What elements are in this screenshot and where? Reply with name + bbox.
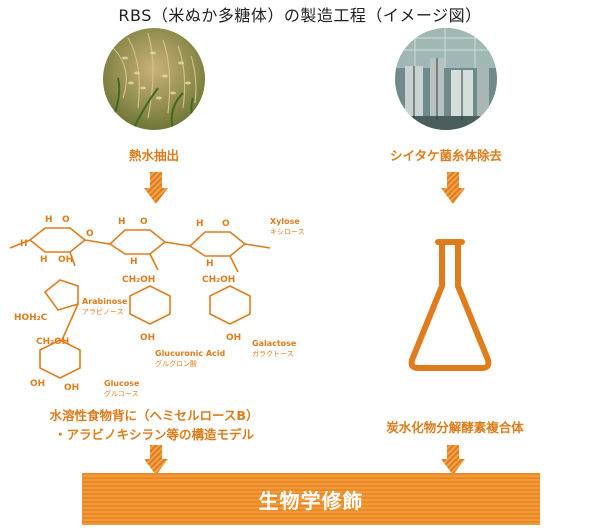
xylose-label: Xylose [270,217,300,226]
rice-plant-photo [103,28,205,130]
glucuronic-label: Glucuronic Acid [155,349,226,358]
glucuronic-ja-label: グルクロン酸 [155,359,197,368]
svg-text:H: H [45,215,53,225]
svg-text:O: O [140,217,148,227]
hoh2c-label: HOH₂C [14,313,48,323]
down-arrow-icon [441,445,465,475]
svg-text:O: O [86,229,94,239]
svg-text:OH: OH [226,333,241,343]
arabinose-ja-label: アラビノース [82,307,124,316]
svg-text:O: O [62,215,70,225]
xylose-ja-label: キシロース [270,228,305,236]
glucose-ja-label: グルコース [104,389,139,398]
page-title: RBS（米ぬか多糖体）の製造工程（イメージ図） [0,2,600,26]
svg-text:OH: OH [30,379,45,389]
flask-icon [406,236,494,372]
glucose-label: Glucose [104,379,140,388]
factory-photo [395,28,497,130]
ch2oh-label: CH₂OH [36,337,69,347]
down-arrow-icon [144,445,168,475]
right-result-label: 炭水化物分解酵素複合体 [360,417,550,436]
ch2oh-label-2: CH₂OH [122,275,155,285]
svg-text:H: H [20,239,28,249]
svg-text:O: O [222,219,230,229]
galactose-label: Galactose [252,339,297,348]
svg-text:OH: OH [140,333,155,343]
svg-text:H: H [206,259,214,269]
svg-text:H: H [40,255,48,265]
ch2oh-label-3: CH₂OH [202,275,235,285]
biological-modification-bar: 生物学修飾 [82,473,540,525]
arabinose-label: Arabinose [82,297,128,306]
left-result-line2: ・アラビノキシラン等の構造モデル [28,425,280,444]
left-result-line1: 水溶性食物背に（ヘミセルロースB） [28,406,280,425]
left-result-label: 水溶性食物背に（ヘミセルロースB） ・アラビノキシラン等の構造モデル [28,406,280,444]
galactose-ja-label: ガラクトース [252,349,294,358]
svg-text:H: H [118,217,126,227]
svg-text:OH: OH [58,255,73,265]
down-arrow-icon [441,172,465,204]
svg-text:OH: OH [64,383,79,393]
svg-text:H: H [196,219,204,229]
hot-water-extraction-label: 熱水抽出 [104,145,204,164]
shiitake-removal-label: シイタケ菌糸体除去 [370,145,522,164]
biological-modification-label: 生物学修飾 [259,485,364,514]
svg-text:H: H [130,257,138,267]
